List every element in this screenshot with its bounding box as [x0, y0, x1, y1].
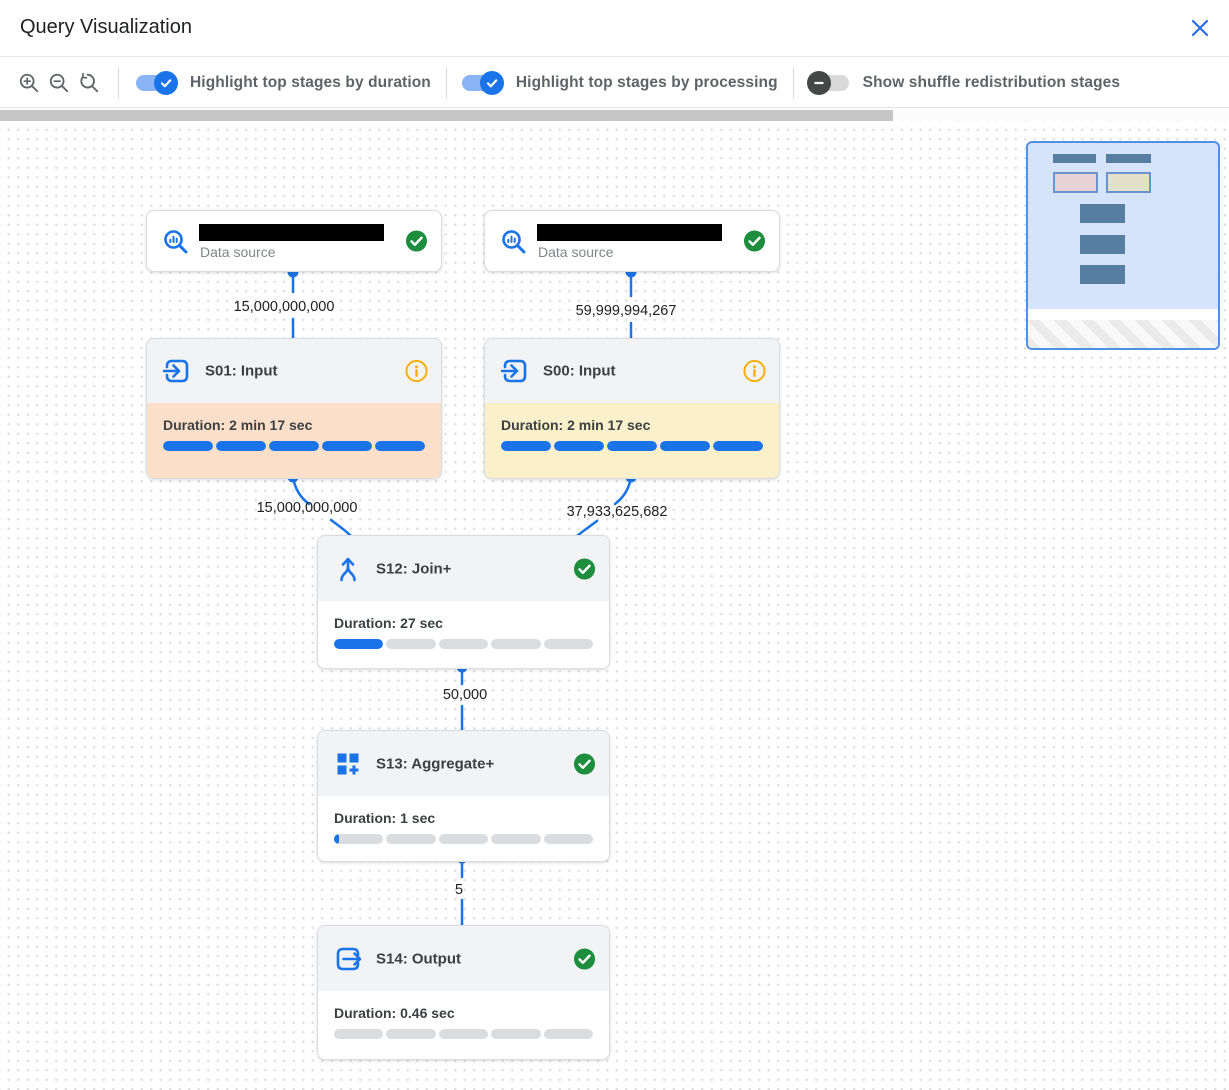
toggle-highlight-duration[interactable] [136, 70, 178, 95]
edge-label: 37,933,625,682 [566, 504, 668, 520]
input-icon [501, 359, 527, 383]
check-icon [160, 78, 172, 87]
page-title: Query Visualization [20, 16, 192, 38]
node-subtitle: Data source [200, 244, 276, 260]
node-stage-s14[interactable]: S14: Output Duration: 0.46 sec [317, 925, 610, 1060]
minimap-node-highlight-processing [1106, 172, 1151, 193]
minimap-out-of-bounds-stripes [1028, 320, 1218, 348]
stage-title: S13: Aggregate+ [376, 755, 495, 772]
redacted-node-name [537, 224, 722, 241]
toggle-label-shuffle: Show shuffle redistribution stages [862, 73, 1121, 91]
aggregate-icon [337, 753, 359, 774]
check-icon [486, 78, 498, 87]
zoom-reset-button[interactable] [74, 68, 104, 98]
edge-label: 5 [454, 882, 464, 898]
data-source-icon [164, 230, 188, 254]
edge-label: 15,000,000,000 [233, 299, 335, 315]
node-subtitle: Data source [538, 244, 614, 260]
input-icon [163, 359, 189, 383]
stage-progress-bar [334, 834, 594, 844]
success-check-icon [573, 557, 596, 580]
join-icon [340, 557, 356, 581]
node-stage-s12[interactable]: S12: Join+ Duration: 27 sec [317, 535, 610, 669]
minimap-node [1106, 154, 1151, 163]
zoom-in-icon [19, 73, 39, 92]
stage-title: S00: Input [543, 362, 616, 380]
info-icon[interactable] [405, 359, 428, 383]
close-icon [1191, 19, 1209, 37]
graph-canvas[interactable]: 15,000,000,000 59,999,994,267 15,000,000… [0, 121, 1229, 1090]
toggle-highlight-processing[interactable] [461, 70, 504, 95]
minimap[interactable] [1026, 141, 1220, 350]
minimap-node [1053, 154, 1096, 163]
success-check-icon [405, 230, 428, 252]
stage-progress-bar [163, 441, 425, 451]
edge-label: 59,999,994,267 [575, 303, 677, 319]
stage-progress-bar [334, 1029, 594, 1039]
stage-duration: Duration: 2 min 17 sec [163, 417, 313, 433]
data-source-icon [502, 230, 526, 254]
toggle-show-shuffle[interactable] [806, 70, 849, 95]
zoom-in-button[interactable] [14, 68, 44, 98]
zoom-out-icon [49, 73, 69, 92]
stage-title: S12: Join+ [376, 560, 452, 577]
info-icon[interactable] [743, 359, 766, 383]
success-check-icon [743, 230, 766, 252]
zoom-out-button[interactable] [44, 68, 74, 98]
stage-progress-bar [501, 441, 763, 451]
success-check-icon [573, 752, 596, 775]
minimap-node [1080, 204, 1125, 223]
toolbar: Highlight top stages by duration Highlig… [0, 58, 1229, 108]
edge-label: 50,000 [442, 687, 488, 703]
zoom-reset-icon [80, 72, 99, 92]
minimap-gutter [1028, 309, 1218, 320]
stage-title: S01: Input [205, 362, 278, 380]
node-stage-s13[interactable]: S13: Aggregate+ Duration: 1 sec [317, 730, 610, 862]
node-stage-s00[interactable]: S00: Input Duration: 2 min 17 sec [484, 338, 780, 479]
toolbar-divider [118, 66, 119, 99]
redacted-node-name [199, 224, 384, 241]
stage-duration: Duration: 1 sec [334, 810, 436, 826]
edge-label: 15,000,000,000 [256, 500, 358, 516]
toggle-label-processing: Highlight top stages by processing [515, 73, 778, 91]
stage-duration: Duration: 27 sec [334, 615, 443, 631]
horizontal-scrollbar-track [0, 110, 1229, 121]
minimap-node-highlight-duration [1053, 172, 1098, 193]
horizontal-scrollbar-thumb[interactable] [0, 110, 893, 121]
stage-duration: Duration: 0.46 sec [334, 1005, 455, 1021]
minimap-node [1080, 265, 1125, 284]
node-data-source-1[interactable]: Data source [146, 210, 442, 272]
stage-title: S14: Output [376, 950, 461, 967]
close-button[interactable] [1185, 13, 1215, 43]
minus-icon [813, 81, 824, 84]
stage-duration: Duration: 2 min 17 sec [501, 417, 651, 433]
output-icon [336, 947, 362, 970]
node-stage-s01[interactable]: S01: Input Duration: 2 min 17 sec [146, 338, 442, 479]
toggle-label-duration: Highlight top stages by duration [190, 73, 431, 91]
stage-progress-bar [334, 639, 594, 649]
dialog-header: Query Visualization [0, 0, 1229, 57]
minimap-node [1080, 235, 1125, 254]
success-check-icon [573, 947, 596, 970]
node-data-source-2[interactable]: Data source [484, 210, 780, 272]
